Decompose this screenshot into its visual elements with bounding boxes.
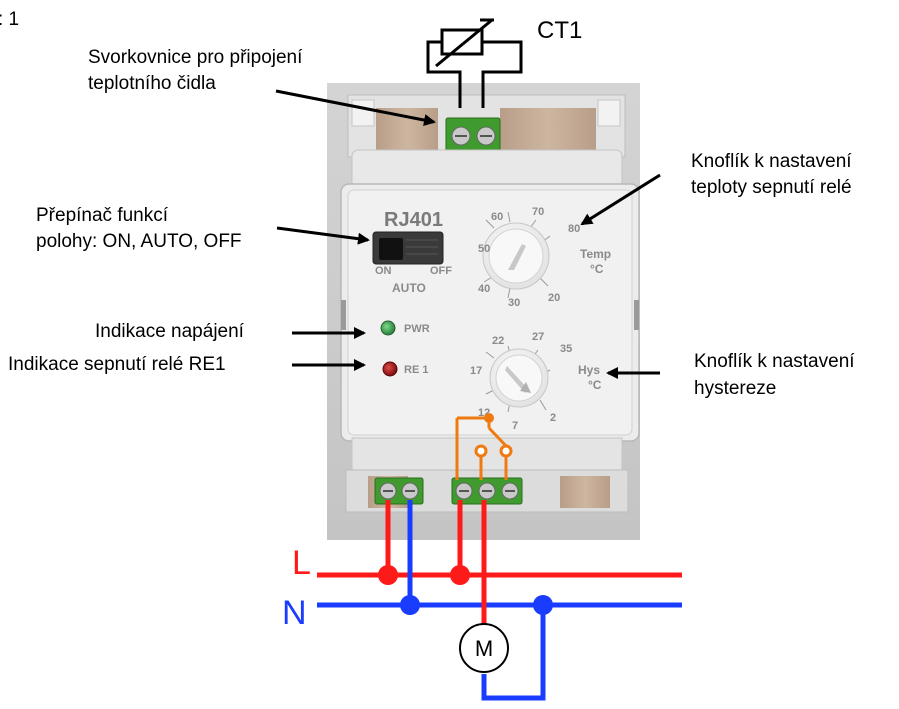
relay-contact-symbol xyxy=(455,416,513,480)
pwr-led xyxy=(380,320,396,336)
hyst-knob-label: Hys xyxy=(578,363,600,377)
junction-N-1 xyxy=(400,595,420,615)
hyst-scale-35: 35 xyxy=(560,343,572,355)
junction-L-1 xyxy=(378,565,398,585)
hyst-knob-arrow xyxy=(520,382,531,393)
terminal-label-line1: Svorkovnice pro připojení xyxy=(88,47,303,68)
hyst-knob-pointer xyxy=(505,366,529,393)
function-switch[interactable] xyxy=(372,231,444,265)
device-lower-shoulder xyxy=(351,437,623,473)
terminal-label-line2: teplotního čidla xyxy=(88,73,216,94)
temp-knob-annotation-line1: Knoflík k nastavení xyxy=(691,151,852,172)
base-strip-right xyxy=(560,476,610,508)
right-clip xyxy=(634,300,639,330)
temp-scale-70: 70 xyxy=(532,206,544,218)
temp-scale-60: 60 xyxy=(491,211,503,223)
arrow-terminal xyxy=(275,89,436,126)
re1-led xyxy=(382,361,398,377)
hyst-scale-22: 22 xyxy=(492,335,504,347)
temp-scale-30: 30 xyxy=(508,297,520,309)
arrow-switch xyxy=(276,226,370,245)
junction-L-2 xyxy=(450,565,470,585)
sensor-terminal-block xyxy=(445,117,501,153)
temp-scale-40: 40 xyxy=(478,283,490,295)
hyst-knob-unit: °C xyxy=(588,378,602,392)
arrow-temp-knob xyxy=(580,173,661,226)
model-label: RJ401 xyxy=(384,209,443,231)
power-terminal-block xyxy=(374,477,424,505)
power-indicator-label: Indikace napájení xyxy=(95,321,244,342)
hyst-knob[interactable] xyxy=(489,348,549,408)
hyst-scale-17: 17 xyxy=(470,365,482,377)
re1-led-label: RE 1 xyxy=(404,364,428,376)
hyst-scale-7: 7 xyxy=(512,420,518,432)
switch-off-label: OFF xyxy=(430,265,452,277)
temp-scale-80: 80 xyxy=(568,223,580,235)
temp-knob[interactable] xyxy=(482,222,550,290)
line-L-label: L xyxy=(292,544,311,582)
temp-knob-annotation-line2: teploty sepnutí relé xyxy=(691,177,852,198)
motor-label: M xyxy=(475,636,493,661)
hyst-knob-annotation-line2: hystereze xyxy=(694,378,777,399)
relay-indicator-label: Indikace sepnutí relé RE1 xyxy=(8,354,226,375)
relay-common-dot xyxy=(484,413,494,423)
temp-scale-20: 20 xyxy=(548,292,560,304)
temp-knob-label: Temp xyxy=(580,247,611,261)
switch-on-label: ON xyxy=(375,265,392,277)
sensor-label: CT1 xyxy=(537,17,583,44)
hyst-knob-annotation-line1: Knoflík k nastavení xyxy=(694,351,855,372)
temp-scale-50: 50 xyxy=(478,243,490,255)
switch-label-line2: polohy: ON, AUTO, OFF xyxy=(36,231,242,252)
motor-symbol xyxy=(459,623,509,673)
temp-knob-unit: °C xyxy=(590,262,604,276)
pwr-led-label: PWR xyxy=(404,323,430,335)
sensor-ct1-symbol xyxy=(426,18,523,108)
annotation-arrows xyxy=(275,89,661,379)
hyst-scale-27: 27 xyxy=(532,331,544,343)
switch-auto-label: AUTO xyxy=(392,281,426,295)
temp-knob-pointer xyxy=(508,244,526,270)
relay-terminal-block xyxy=(451,477,523,505)
wiring-lines xyxy=(317,500,682,701)
left-clip xyxy=(341,300,346,330)
junction-N-2 xyxy=(533,595,553,615)
line-N-label: N xyxy=(282,594,307,632)
hyst-scale-2: 2 xyxy=(550,412,556,424)
figure-prefix: : 1 xyxy=(0,9,20,30)
switch-label-line1: Přepínač funkcí xyxy=(36,205,169,226)
